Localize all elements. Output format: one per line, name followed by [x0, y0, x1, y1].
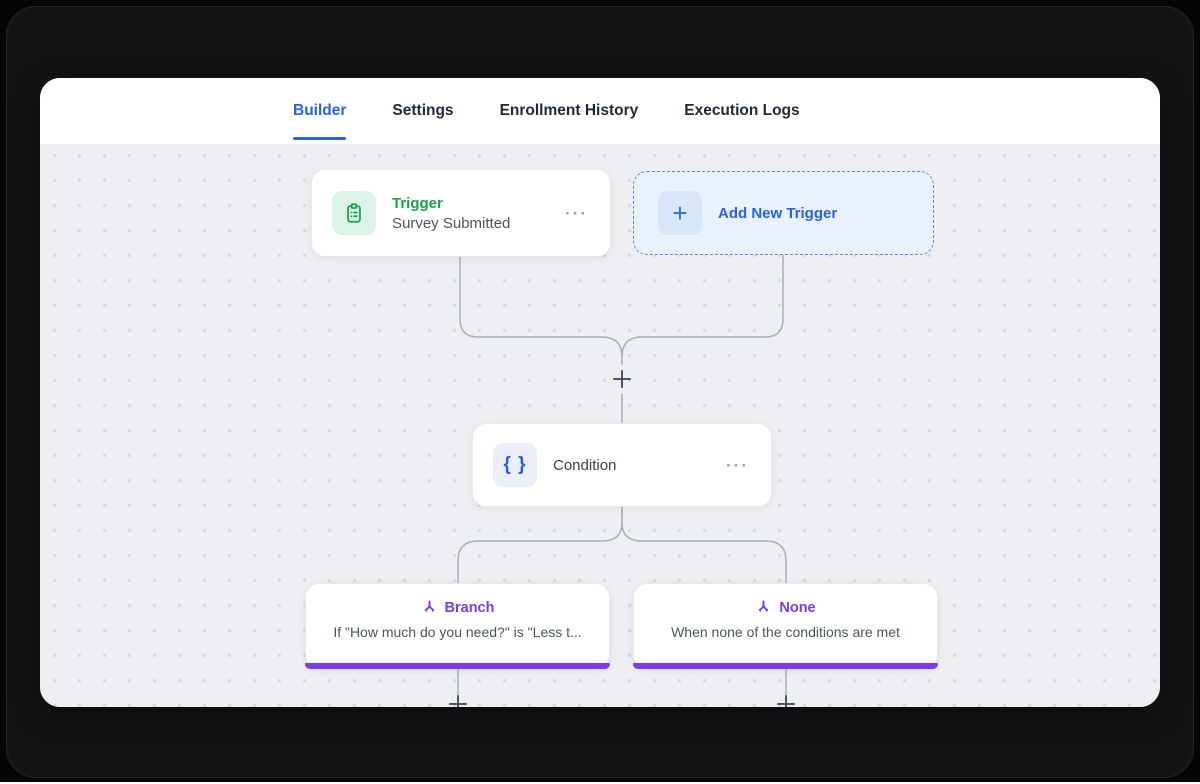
condition-node[interactable]: { } Condition ··· [472, 423, 772, 507]
none-node-description: When none of the conditions are met [671, 624, 900, 640]
branch-node-description: If "How much do you need?" is "Less t... [333, 624, 582, 640]
branch-icon [424, 600, 434, 613]
none-node-accent-bar [633, 663, 938, 669]
branch-icon [758, 600, 769, 613]
branch-node[interactable]: Branch If "How much do you need?" is "Le… [305, 583, 610, 669]
tab-bar: Builder Settings Enrollment History Exec… [40, 78, 1160, 145]
branch-node-accent-bar [305, 663, 610, 669]
braces-glyph: { } [503, 454, 527, 475]
add-new-trigger-button[interactable]: + Add New Trigger [633, 171, 934, 255]
tab-execution-logs[interactable]: Execution Logs [684, 102, 800, 119]
plus-icon: + [658, 191, 702, 235]
branch-node-title: Branch [444, 599, 495, 616]
tab-settings[interactable]: Settings [392, 102, 454, 119]
clipboard-icon [332, 191, 376, 235]
trigger-node-title: Trigger [392, 194, 443, 212]
none-branch-node[interactable]: None When none of the conditions are met [633, 583, 938, 669]
condition-node-texts: Condition [553, 457, 708, 474]
tab-enrollment-history[interactable]: Enrollment History [499, 102, 639, 119]
add-new-trigger-label: Add New Trigger [718, 204, 838, 222]
workflow-canvas: Trigger Survey Submitted ··· + Add New T… [40, 145, 1160, 707]
trigger-node[interactable]: Trigger Survey Submitted ··· [311, 169, 611, 257]
trigger-node-texts: Trigger Survey Submitted [392, 195, 547, 232]
workflow-app-window: Builder Settings Enrollment History Exec… [40, 78, 1160, 707]
braces-icon: { } [493, 443, 537, 487]
condition-node-label: Condition [553, 456, 617, 474]
trigger-node-subtitle: Survey Submitted [392, 214, 511, 232]
none-node-title: None [779, 599, 816, 616]
trigger-node-menu-icon[interactable]: ··· [565, 203, 588, 223]
add-step-plus-icon [613, 370, 631, 388]
condition-node-menu-icon[interactable]: ··· [726, 455, 749, 475]
plus-glyph: + [672, 198, 688, 228]
tab-builder[interactable]: Builder [293, 78, 347, 144]
bottom-edge-highlight [0, 782, 1200, 784]
